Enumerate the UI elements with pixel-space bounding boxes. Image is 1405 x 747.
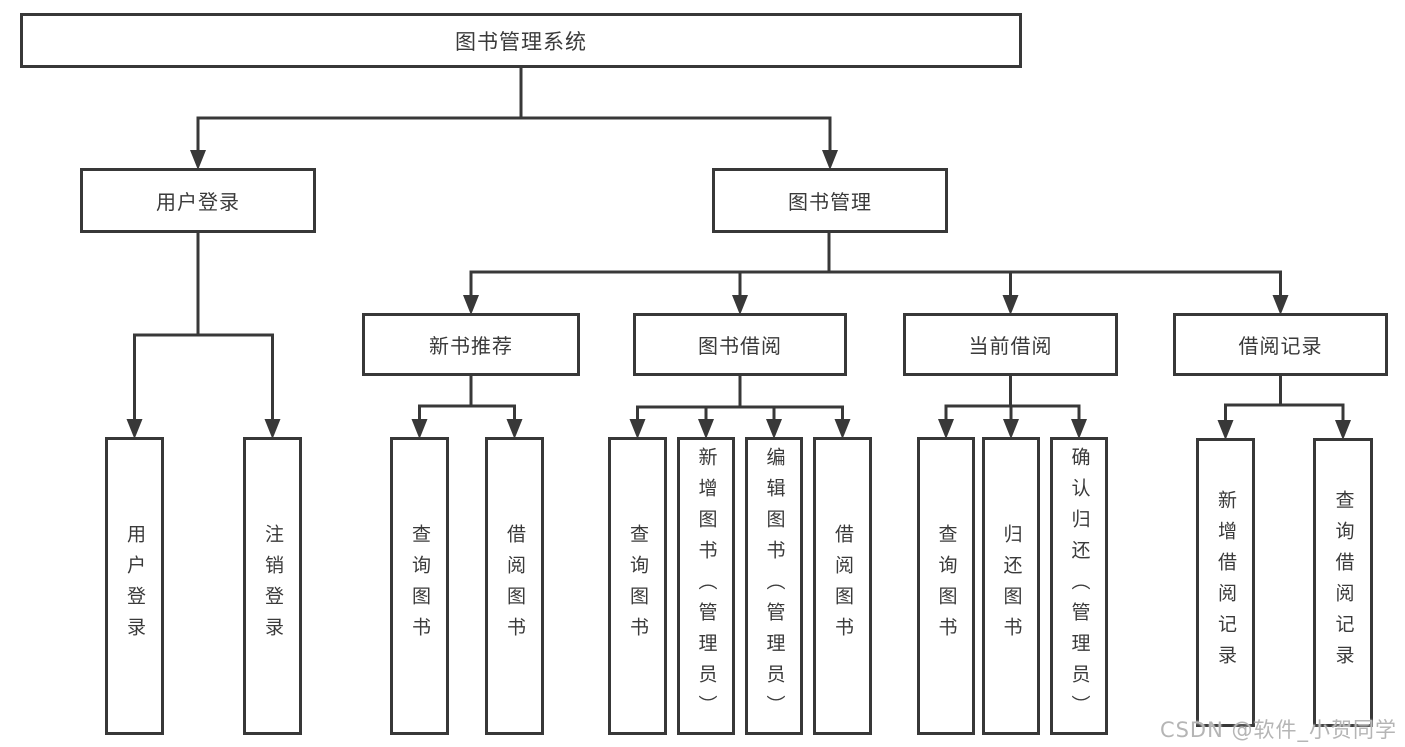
leaf-query-books-current: 查询图书 [917, 437, 975, 735]
leaf-label: 用户登录 [124, 524, 146, 648]
csdn-watermark: CSDN @软件_小贺同学 [1159, 718, 1397, 742]
leaf-edit-books-admin: 编辑图书（管理员） [745, 437, 803, 735]
leaf-label: 查询图书 [935, 524, 958, 648]
node-user-login: 用户登录 [80, 168, 316, 233]
leaf-label: 查询图书 [627, 524, 649, 648]
node-book-borrowing: 图书借阅 [633, 313, 847, 376]
node-library-management-system: 图书管理系统 [20, 13, 1022, 68]
leaf-label: 查询图书 [409, 524, 431, 648]
node-borrowing-records: 借阅记录 [1173, 313, 1388, 376]
leaf-add-books-admin: 新增图书（管理员） [677, 437, 735, 735]
leaf-label: 编辑图书（管理员） [763, 446, 786, 726]
leaf-logout: 注销登录 [243, 437, 302, 735]
node-label: 图书借阅 [698, 334, 782, 358]
node-label: 新书推荐 [429, 334, 513, 358]
leaf-query-borrow-record: 查询借阅记录 [1313, 438, 1373, 727]
leaf-label: 借阅图书 [504, 524, 526, 648]
leaf-label: 查询借阅记录 [1332, 489, 1355, 676]
node-label: 图书管理系统 [455, 29, 587, 54]
leaf-label: 新增借阅记录 [1215, 489, 1237, 676]
node-label: 借阅记录 [1238, 334, 1323, 358]
leaf-borrow-books: 借阅图书 [813, 437, 872, 735]
node-label: 图书管理 [788, 190, 872, 214]
leaf-confirm-return-admin: 确认归还（管理员） [1050, 437, 1108, 735]
node-current-borrowing: 当前借阅 [903, 313, 1118, 376]
node-book-management: 图书管理 [712, 168, 948, 233]
leaf-label: 归还图书 [1000, 524, 1023, 648]
leaf-user-login: 用户登录 [105, 437, 164, 735]
leaf-add-borrow-record: 新增借阅记录 [1196, 438, 1255, 727]
node-label: 用户登录 [156, 190, 240, 214]
leaf-query-books-recommend: 查询图书 [390, 437, 449, 735]
node-new-book-recommendation: 新书推荐 [362, 313, 580, 376]
leaf-return-books: 归还图书 [982, 437, 1040, 735]
leaf-label: 注销登录 [262, 524, 284, 648]
leaf-borrow-books-recommend: 借阅图书 [485, 437, 544, 735]
leaf-label: 新增图书（管理员） [695, 446, 718, 726]
leaf-label: 确认归还（管理员） [1068, 446, 1091, 726]
leaf-label: 借阅图书 [832, 524, 854, 648]
leaf-query-books-borrow: 查询图书 [608, 437, 667, 735]
node-label: 当前借阅 [968, 334, 1053, 358]
